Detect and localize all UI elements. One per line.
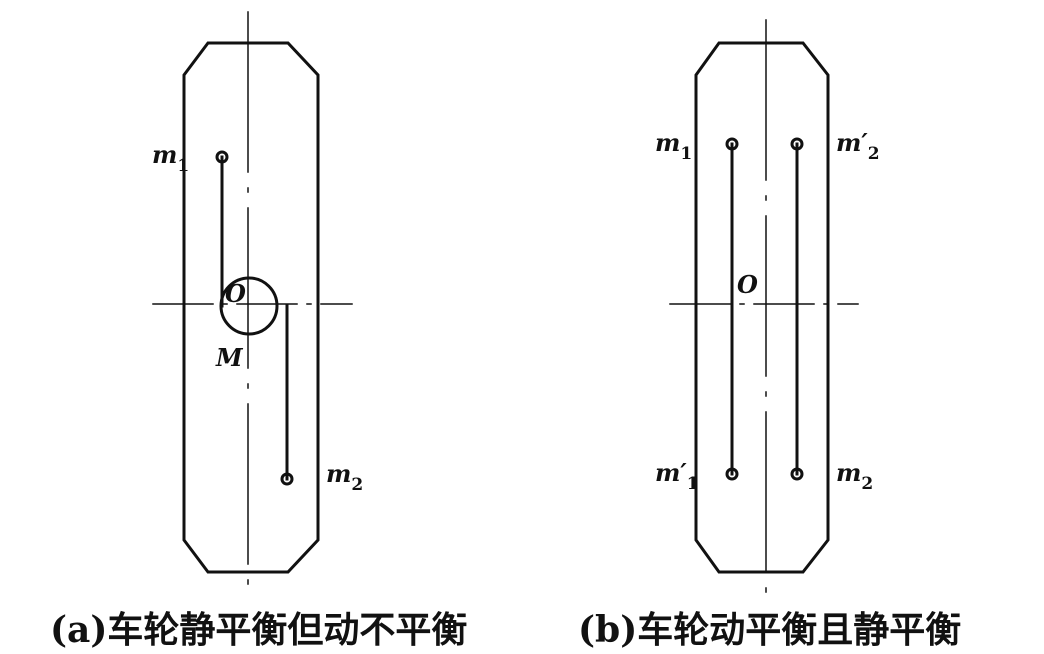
label-center-o-a: O (225, 279, 246, 308)
label-m1-a-sub: 1 (177, 156, 189, 176)
mass-point-m2-b (790, 467, 804, 481)
label-m1-b-base: m (655, 128, 680, 157)
label-m1prime-b-base: m′ (655, 458, 687, 487)
label-m2prime-b-sub: 2 (868, 144, 880, 164)
mass-point-m1prime-b (725, 467, 739, 481)
label-m1-b: m1 (655, 128, 692, 164)
label-m2-a-sub: 2 (351, 475, 363, 495)
label-m1-a-base: m (152, 140, 177, 169)
label-m2-b-sub: 2 (861, 474, 873, 494)
label-m2-a-base: m (326, 459, 351, 488)
caption-b: (b)车轮动平衡且静平衡 (578, 609, 961, 651)
mass-point-m2prime-b (790, 137, 804, 151)
label-m1-a: m1 (152, 140, 189, 176)
caption-a: (a)车轮静平衡但动不平衡 (50, 609, 467, 651)
label-m2prime-b: m′2 (836, 128, 880, 164)
mass-point-m2-a (280, 472, 294, 486)
label-m2-b: m2 (836, 458, 873, 494)
wheel-outline-b (694, 41, 830, 574)
label-center-o-b: O (737, 270, 758, 299)
mass-point-m1-b (725, 137, 739, 151)
mass-point-m1-a (215, 150, 229, 164)
label-m2-b-base: m (836, 458, 861, 487)
wheel-outline-a (182, 41, 320, 574)
panel-b: m1 m′2 m′1 m2 O (b)车轮动平衡且静平衡 (578, 19, 961, 651)
label-m2prime-b-base: m′ (836, 128, 868, 157)
label-m1prime-b-sub: 1 (687, 474, 699, 494)
label-m1prime-b: m′1 (655, 458, 699, 494)
panel-a: m1 m2 O M (a)车轮静平衡但动不平衡 (50, 11, 467, 651)
label-m2-a: m2 (326, 459, 363, 495)
label-resultant-m: M (215, 343, 244, 372)
label-m1-b-sub: 1 (680, 144, 692, 164)
